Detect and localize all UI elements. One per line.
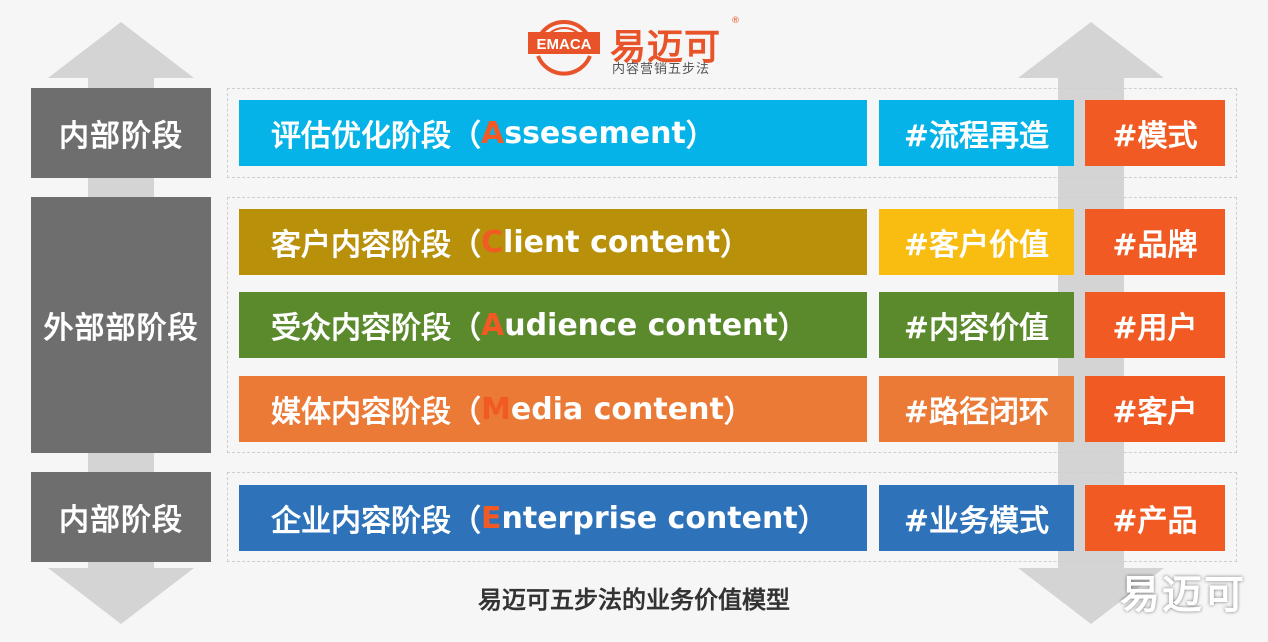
stage-internal-bottom: 内部阶段	[31, 472, 211, 562]
stage-label: 内部阶段	[59, 503, 183, 538]
stage-bar-prefix: 媒体内容阶段（	[271, 395, 481, 430]
stage-bar-close: ）	[777, 311, 808, 346]
tag-bar-assessment: #流程再造	[879, 100, 1074, 166]
logo-registered-mark: ®	[731, 16, 740, 26]
result-bar-client: #品牌	[1085, 209, 1225, 275]
stage-bar-rest: lient content	[503, 224, 721, 260]
stage-bar-rest: ssesement	[504, 115, 686, 151]
stage-bar-rest: edia content	[510, 391, 724, 427]
result-label: #用户	[1112, 311, 1198, 346]
stage-bar-initial: M	[481, 391, 511, 427]
result-label: #品牌	[1112, 228, 1198, 263]
stage-bar-close: ）	[685, 119, 716, 154]
tag-label: #路径闭环	[903, 395, 1050, 430]
stage-label: 外部部阶段	[43, 311, 199, 346]
stage-bar-initial: E	[481, 500, 502, 536]
tag-label: #业务模式	[903, 504, 1050, 539]
result-bar-media: #客户	[1085, 376, 1225, 442]
stage-bar-close: ）	[723, 395, 754, 430]
stage-bar-initial: A	[481, 307, 505, 343]
result-bar-assessment: #模式	[1085, 100, 1225, 166]
result-label: #产品	[1112, 504, 1198, 539]
stage-internal-top: 内部阶段	[31, 88, 211, 178]
tag-bar-client: #客户价值	[879, 209, 1074, 275]
stage-bar-close: ）	[720, 228, 751, 263]
tag-label: #内容价值	[903, 311, 1050, 346]
tag-bar-audience: #内容价值	[879, 292, 1074, 358]
result-bar-audience: #用户	[1085, 292, 1225, 358]
stage-bar-close: ）	[797, 504, 828, 539]
tag-label: #流程再造	[903, 119, 1050, 154]
emaca-badge-icon: EMACA	[528, 20, 600, 76]
tag-bar-media: #路径闭环	[879, 376, 1074, 442]
group-frame-enterprise	[227, 472, 1237, 562]
stage-label: 内部阶段	[59, 119, 183, 154]
tag-bar-enterprise: #业务模式	[879, 485, 1074, 551]
logo-name: 易迈可	[610, 27, 722, 68]
stage-bar-initial: C	[481, 224, 504, 260]
result-label: #模式	[1112, 119, 1198, 154]
stage-bar-rest: udience content	[504, 307, 778, 343]
logo-subtitle: 内容营销五步法	[612, 62, 711, 77]
stage-external: 外部部阶段	[31, 197, 211, 453]
stage-bar-prefix: 企业内容阶段（	[271, 504, 481, 539]
stage-bar-prefix: 受众内容阶段（	[271, 311, 481, 346]
logo-badge-text: EMACA	[537, 36, 592, 53]
result-label: #客户	[1112, 395, 1198, 430]
stage-bar-initial: A	[481, 115, 505, 151]
watermark: 易迈可	[1120, 572, 1246, 618]
result-bar-enterprise: #产品	[1085, 485, 1225, 551]
stage-bar-prefix: 评估优化阶段（	[271, 119, 481, 154]
tag-label: #客户价值	[903, 228, 1050, 263]
stage-bar-rest: nterprise content	[501, 500, 798, 536]
emaca-logo: EMACA 易迈可 ® 内容营销五步法	[528, 10, 743, 77]
group-frame-assessment	[227, 88, 1237, 178]
stage-bar-prefix: 客户内容阶段（	[271, 228, 481, 263]
group-frame-external	[227, 197, 1237, 453]
diagram-caption: 易迈可五步法的业务价值模型	[478, 586, 790, 614]
